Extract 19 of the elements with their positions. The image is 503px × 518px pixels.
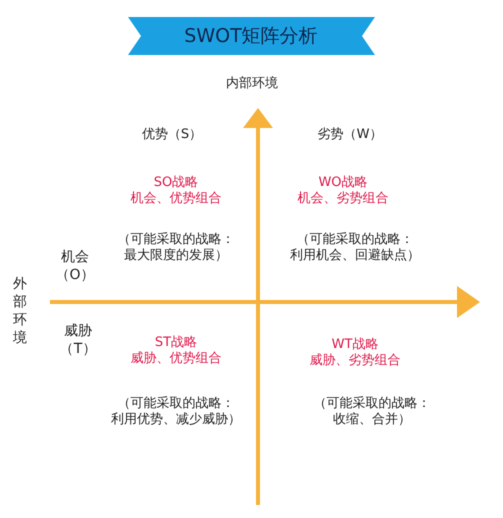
strategy-name: WT战略 — [332, 337, 378, 353]
strategy-description: 机会、优势组合 — [130, 191, 222, 207]
strategy-description: 威胁、优势组合 — [130, 351, 222, 367]
strategy-name: ST战略 — [154, 335, 198, 351]
strategy-note: （可能采取的战略：利用机会、回避缺点） — [290, 232, 420, 264]
strategy-description: 机会、劣势组合 — [298, 191, 388, 207]
strategy-note: （可能采取的战略：利用优势、减少威胁） — [111, 396, 241, 428]
title: SWOT矩阵分析 — [184, 28, 318, 44]
quadrant-heading: 优势（S） — [142, 127, 202, 143]
strategy-description: 威胁、劣势组合 — [310, 353, 400, 369]
strategy-name: SO战略 — [154, 175, 198, 191]
row-heading: 机会（O） — [55, 248, 95, 284]
row-heading: 威胁（T） — [60, 322, 96, 358]
axis-label: 外部环境 — [12, 275, 28, 347]
strategy-name: WO战略 — [318, 175, 368, 191]
strategy-note: （可能采取的战略：最大限度的发展） — [118, 232, 234, 264]
strategy-note: （可能采取的战略：收缩、合并） — [314, 396, 430, 428]
axis-label: 内部环境 — [226, 76, 278, 92]
quadrant-heading: 劣势（W） — [318, 127, 382, 143]
